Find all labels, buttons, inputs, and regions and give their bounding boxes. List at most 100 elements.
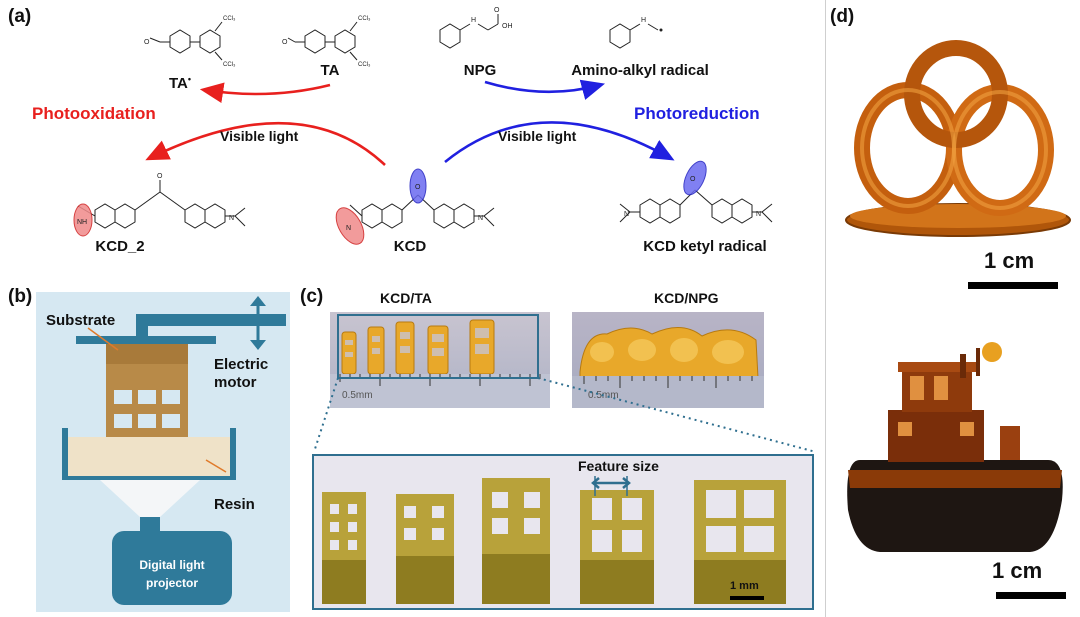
label-kcd: KCD	[393, 238, 427, 255]
ketyl-oh: O	[690, 176, 696, 183]
kcd2-highlight	[73, 203, 93, 237]
label-photoreduction: Photoreduction	[634, 104, 760, 123]
panel-b-label: (b)	[8, 286, 33, 307]
oxidation-arrow-bottom	[145, 121, 386, 166]
label-ta-radical-dot: •	[187, 74, 192, 84]
label-projector-line1: Digital light	[139, 558, 205, 572]
ta-radical-o: O	[144, 39, 150, 46]
ta-ccl3-top: CCl₃	[358, 16, 371, 22]
motor-arrow-down	[250, 340, 266, 350]
kcd2-n: N	[229, 215, 234, 222]
ta-structure	[287, 21, 358, 61]
resin-pointer	[205, 459, 227, 473]
label-scale-1cm-top: 1 cm	[984, 248, 1035, 273]
label-projector: Digital light projector	[112, 556, 232, 592]
label-kcd-npg: KCD/NPG	[654, 290, 719, 306]
ketyl-highlight	[683, 160, 707, 196]
label-ta-radical: TA•	[140, 74, 220, 92]
label-kcd-ketyl: KCD ketyl radical	[643, 238, 767, 255]
kcd-carbonyl-highlight	[409, 168, 427, 204]
motor-arrow-up	[250, 296, 266, 306]
kcd-n: N	[478, 215, 483, 222]
light-cone	[100, 480, 200, 517]
kcd-o: O	[415, 184, 421, 191]
label-photooxidation: Photooxidation	[32, 104, 156, 123]
panel-d-label: (d)	[830, 6, 855, 27]
label-electric-motor: Electric motor	[214, 356, 268, 392]
label-resin: Resin	[214, 496, 255, 513]
resin-vat-fill	[68, 437, 230, 477]
zoomed-cylinders	[322, 476, 786, 604]
ketyl-n-right: N	[756, 211, 761, 218]
label-scale-1mm: 1 mm	[730, 580, 759, 592]
panel-d-photos	[845, 40, 1071, 599]
panel-a-label: (a)	[8, 6, 32, 27]
substrate-pointer	[87, 327, 119, 351]
cylinder-3	[482, 478, 550, 604]
label-npg: NPG	[463, 62, 497, 79]
zoom-box	[337, 314, 539, 379]
zoom-lines	[313, 377, 817, 453]
ta-radical-ccl3-top: CCl₃	[223, 16, 236, 22]
photo-kcd-npg-content: 0.5mm	[572, 327, 764, 408]
panel-b-printer-diagram	[62, 296, 286, 605]
kcd-amine-highlight	[335, 207, 365, 245]
panel-divider	[825, 0, 826, 617]
panel-a-scheme: O CCl₃ CCl₃ O CCl₃ CCl₃ H OH O H	[73, 7, 773, 245]
ketyl-n-left: N	[624, 211, 629, 218]
cylinder-2	[396, 494, 454, 604]
cylinder-4	[580, 490, 654, 604]
motor-arm	[136, 314, 286, 326]
substrate-plate	[76, 336, 216, 344]
amino-alkyl-structure	[609, 23, 659, 49]
tugboat	[847, 342, 1063, 552]
label-visible-light-right: Visible light	[498, 128, 577, 144]
ruler-left	[330, 374, 550, 408]
npg-prints	[579, 327, 759, 379]
photo-kcd-ta-content: 0.5mm	[330, 314, 550, 408]
npg-oh: OH	[502, 23, 513, 30]
amino-alkyl-dot	[659, 28, 663, 32]
label-kcd2: KCD_2	[95, 238, 145, 255]
ta-radical-ccl3-bottom: CCl₃	[223, 62, 236, 68]
scale-bar-bottom	[996, 592, 1066, 599]
label-feature-size: Feature size	[578, 458, 659, 474]
projector-lens	[140, 517, 160, 531]
reduction-arrow-top	[484, 79, 606, 100]
npg-o: O	[494, 7, 500, 14]
label-projector-line2: projector	[145, 576, 198, 590]
oxidation-arrow-top	[199, 82, 331, 104]
kcd-n-left: N	[346, 225, 351, 232]
ruler-left-label: 0.5mm	[342, 390, 373, 401]
kcd2-nh: NH	[77, 219, 87, 226]
ta-ccl3-bottom: CCl₃	[358, 62, 371, 68]
vat-wall-right	[230, 428, 236, 480]
vat-wall-left	[62, 428, 68, 480]
kcd2-structure	[77, 180, 246, 229]
label-motor-line1: Electric	[214, 356, 269, 373]
reduction-arrow-bottom	[444, 121, 675, 164]
kcd2-o: O	[157, 173, 163, 180]
label-ta: TA	[320, 62, 340, 79]
ruler-right-ticks	[583, 376, 753, 388]
printed-part-top	[106, 344, 188, 364]
scale-bar-top	[968, 282, 1058, 289]
label-scale-1cm-bottom: 1 cm	[992, 558, 1043, 583]
label-motor-line2: motor	[214, 374, 257, 391]
panel-c-label: (c)	[300, 286, 324, 307]
label-kcd-ta: KCD/TA	[380, 290, 432, 306]
label-visible-light-left: Visible light	[220, 128, 299, 144]
label-ta-radical-text: TA	[168, 75, 188, 92]
ta-radical-structure	[149, 21, 223, 61]
ta-o: O	[282, 39, 288, 46]
cylinder-1	[322, 492, 366, 604]
amino-alkyl-h: H	[641, 17, 646, 24]
label-amino-alkyl: Amino-alkyl radical	[571, 62, 709, 79]
vat-bottom	[62, 476, 236, 480]
projector-body	[112, 531, 232, 605]
npg-structure	[439, 14, 499, 49]
kcd-ketyl-structure	[619, 189, 773, 224]
npg-h: H	[471, 17, 476, 24]
label-substrate: Substrate	[46, 312, 116, 329]
scale-bar-1mm	[730, 596, 764, 600]
